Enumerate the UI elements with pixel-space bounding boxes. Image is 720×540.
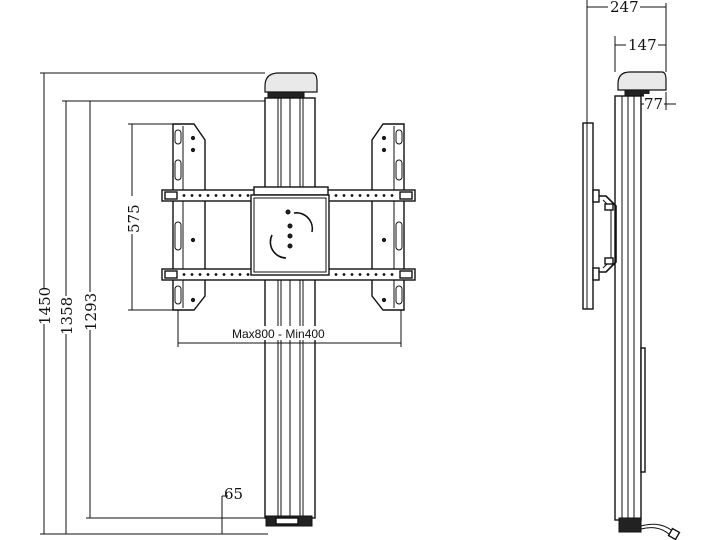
rail-hole [366,194,370,197]
dim-147-label: 147 [628,36,657,54]
dim-1450-label: 1450 [36,287,54,325]
dim-77: 77 [640,92,676,113]
rail-hole [374,194,378,197]
rail-hole [246,194,250,197]
front-view: 1450 1358 1293 575 [35,72,416,535]
rail-hole [238,273,242,276]
side-top-cap [617,71,667,91]
rail-hole [358,194,362,197]
rail-hole [350,194,354,197]
rail-hole [390,194,394,197]
rail-hole [374,273,378,276]
rail-hole [246,273,250,276]
rail-hole [198,273,202,276]
dim-575-label: 575 [125,204,143,233]
left-bracket [172,123,206,311]
dim-1293: 1293 [81,100,266,519]
dim-vesa: Max800 - Min400 [177,310,402,347]
rail-hole [230,194,234,197]
dim-1293-label: 1293 [82,293,100,331]
top-cap-base [267,91,305,99]
dim-vesa-label: Max800 - Min400 [232,327,325,341]
rail-hole [342,273,346,276]
right-bracket [371,123,405,311]
rail-hole [182,194,186,197]
top-cap [264,72,318,93]
dim-1450: 1450 [35,72,268,535]
dim-575: 575 [124,123,173,311]
rail-hole [182,273,186,276]
rail-hole [390,273,394,276]
side-bracket-arm [582,122,617,310]
mount-plate [250,186,330,276]
dim-1358-label: 1358 [58,297,76,335]
rail-hole [334,194,338,197]
rail-hole [222,273,226,276]
rail-hole [206,194,210,197]
dim-247-label: 247 [610,0,639,16]
dim-65-label: 65 [224,485,243,503]
rail-hole [214,273,218,276]
dim-147: 147 [614,36,667,72]
dim-77-label: 77 [644,95,663,113]
rail-hole [214,194,218,197]
rail-hole [334,273,338,276]
rail-hole [366,273,370,276]
dim-1358: 1358 [57,100,265,534]
rail-hole [238,194,242,197]
rail-hole [382,194,386,197]
rail-hole [230,273,234,276]
rail-hole [190,273,194,276]
dim-65: 65 [221,485,243,534]
rail-hole [350,273,354,276]
rail-hole [382,273,386,276]
rail-hole [190,194,194,197]
rail-hole [222,194,226,197]
rail-hole [198,194,202,197]
rail-hole [342,194,346,197]
rail-hole [206,273,210,276]
rail-hole [358,273,362,276]
side-view: 247 147 77 [582,0,681,540]
